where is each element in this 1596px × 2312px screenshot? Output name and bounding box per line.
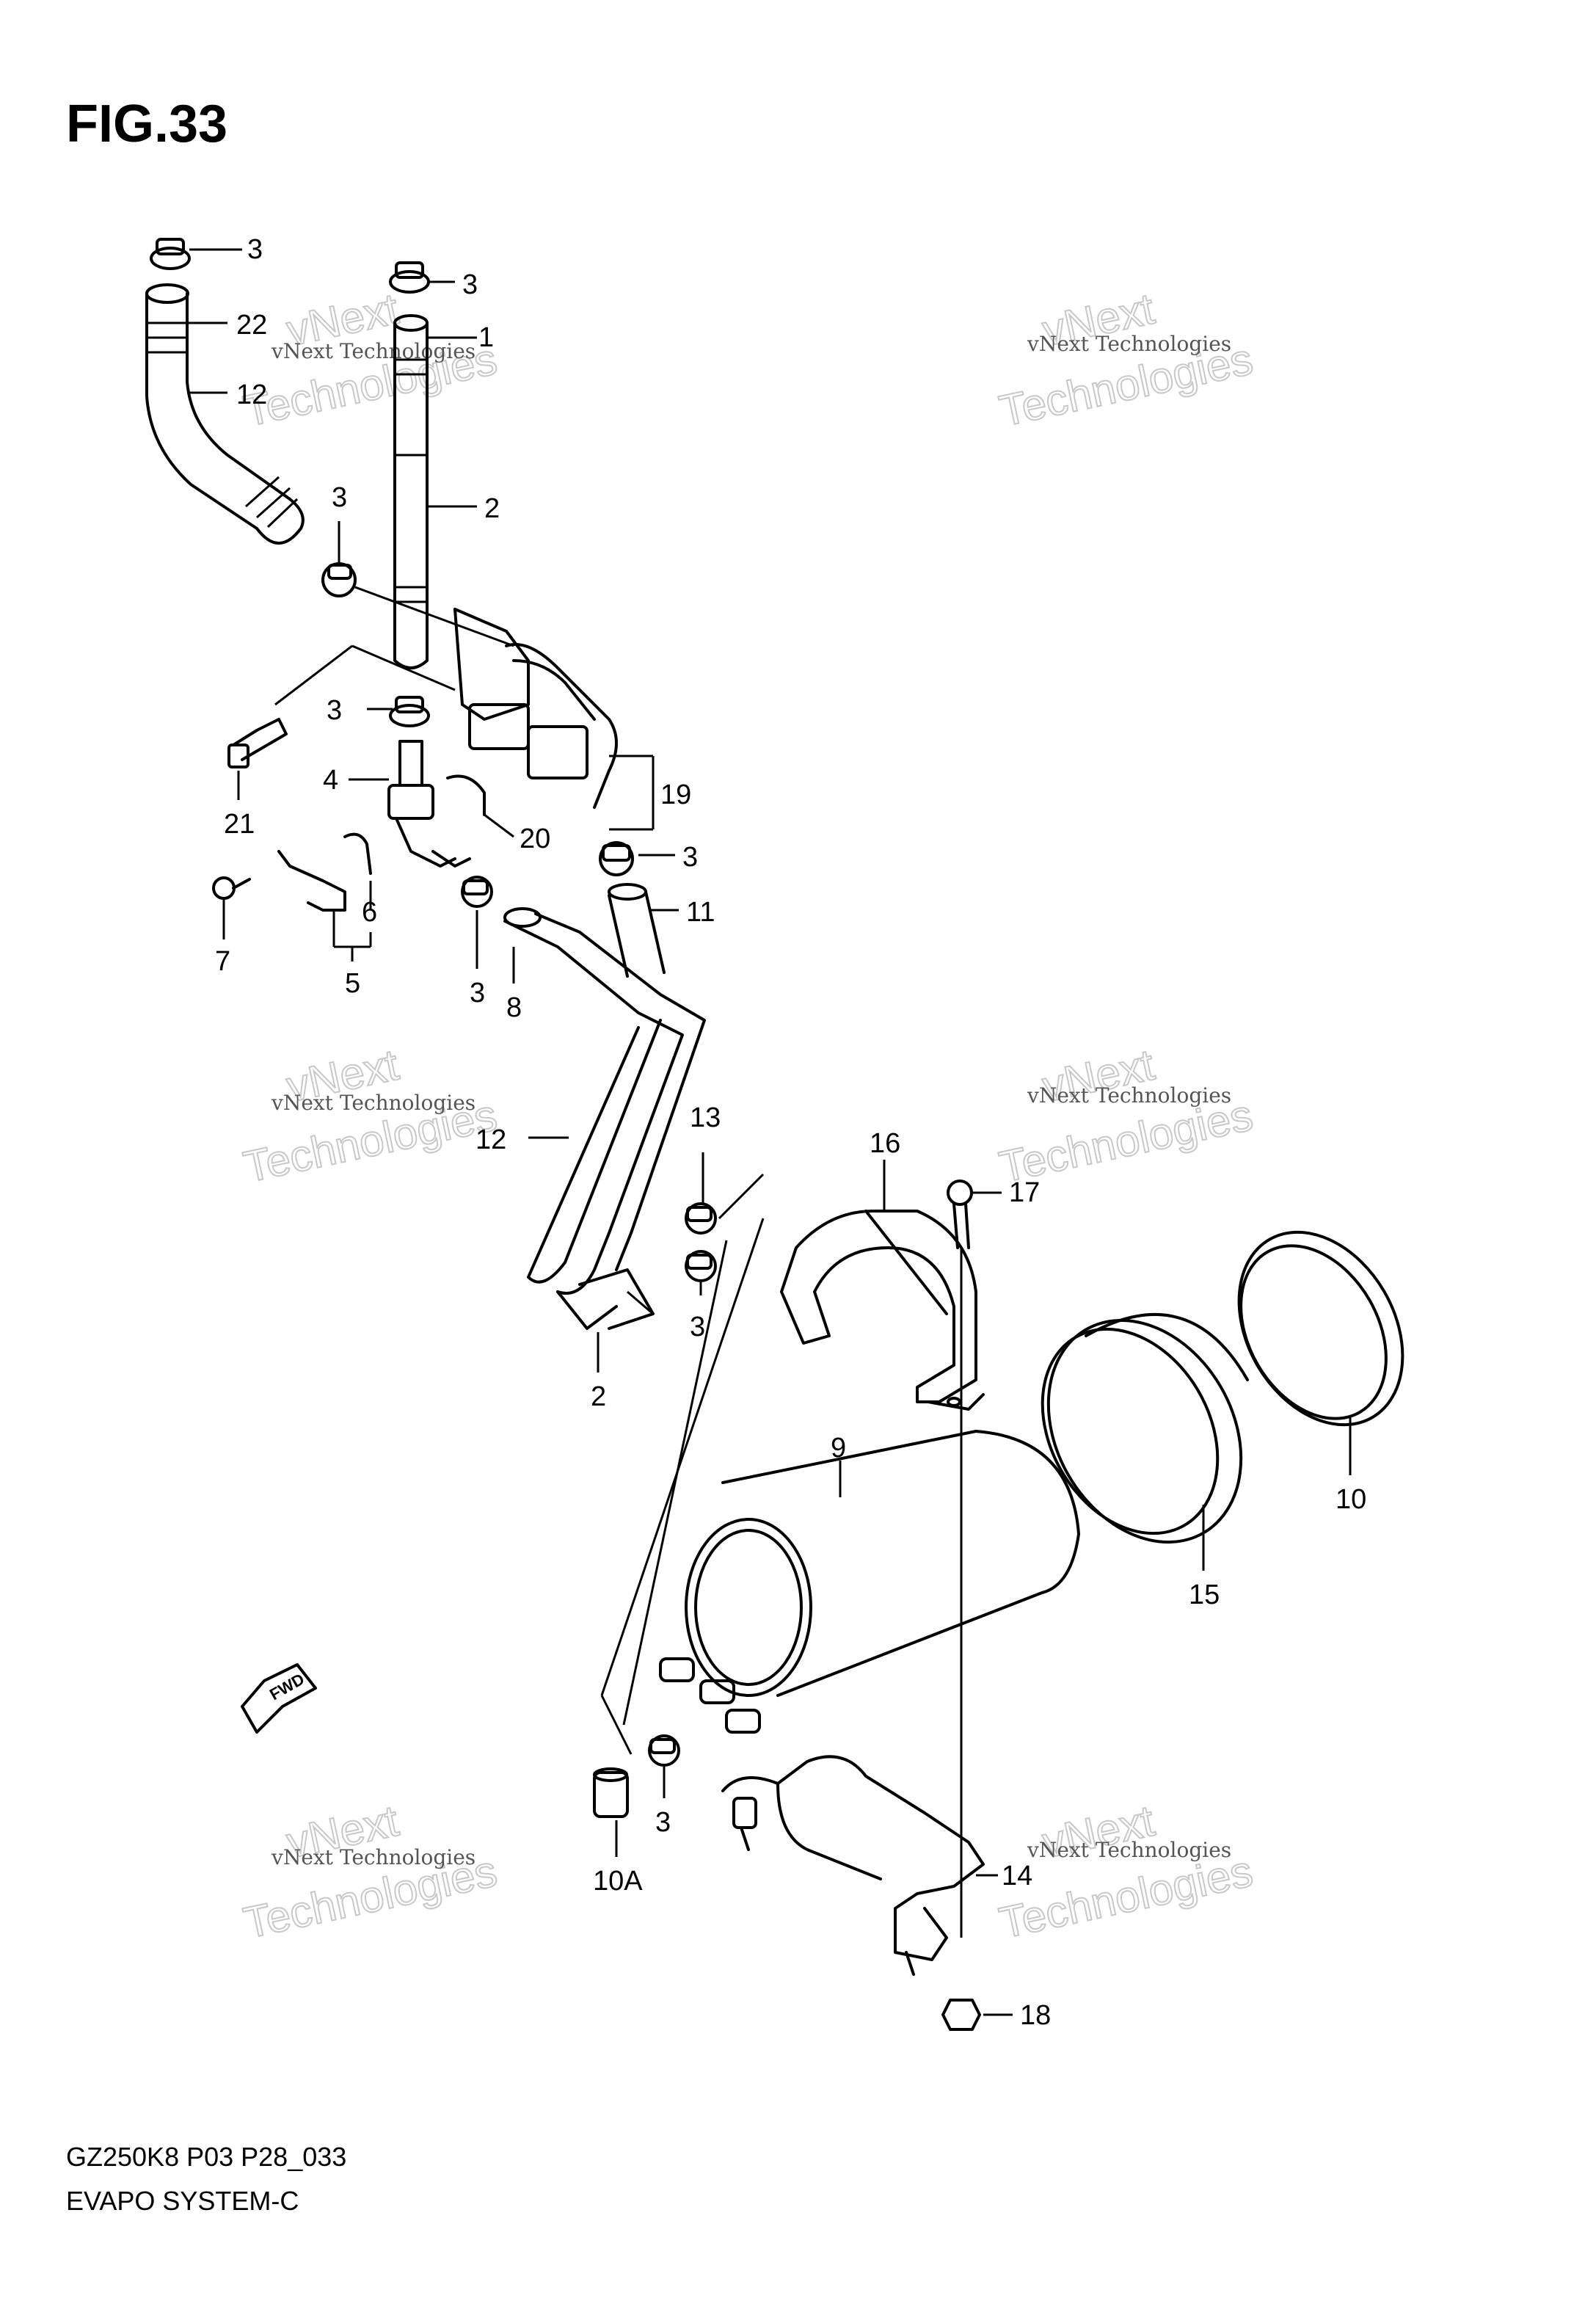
callout-label: 12 [236,379,267,410]
callout-label: 18 [1020,2000,1051,2031]
callout-label: 5 [345,968,360,999]
watermark-text: vNext Technologies [271,1845,475,1869]
clamp-part-3 [150,238,242,270]
valve-bracket-part-19 [453,608,655,831]
screw-part-17 [947,1179,1002,1938]
watermark-text: vNext Technologies [271,1091,475,1115]
bracket-part-5-6 [277,832,372,961]
callout-label: 19 [660,779,691,810]
callout-label: 3 [682,842,698,873]
callout-label: 1 [478,322,494,353]
callout-label: 20 [520,824,550,854]
construction-lines [600,1173,765,1755]
callout-label: 15 [1189,1579,1220,1610]
clamp-part-3-lower [461,876,493,969]
watermark-text: vNext Technologies [1027,332,1231,356]
nut-part-18 [941,1999,1013,2031]
callout-label: 14 [1002,1861,1032,1891]
callout-label: 21 [224,809,255,840]
fwd-label: FWD [266,1670,307,1704]
bracket-part-16 [780,1160,985,1411]
callout-label: 16 [870,1128,900,1159]
figure-title: FIG.33 [66,95,228,153]
clamp-part-13 [685,1152,717,1295]
cap-part-10 [1237,1230,1404,1475]
watermark-text: vNext Technologies [1027,1083,1231,1108]
callout-label: 3 [332,482,347,513]
watermark-text: vNext Technologies [1027,1838,1231,1862]
footer-name: EVAPO SYSTEM-C [66,2186,299,2216]
callout-label: 9 [831,1433,846,1464]
callout-label: 4 [323,765,338,796]
bracket-part-14 [721,1755,998,1976]
bolt-part-21 [227,644,456,800]
callout-label: 3 [327,695,342,726]
hose-part-8-12-lower [503,907,706,1373]
callout-label: 17 [1009,1177,1040,1208]
screw-part-7 [212,876,251,939]
watermark-text: vNext Technologies [271,339,475,363]
hose-part-11 [599,841,679,978]
clamp-part-3-bottom [648,1734,680,1798]
callout-label: 2 [484,493,500,524]
callout-label: 11 [686,897,715,928]
callout-label: 2 [591,1381,606,1412]
clip-part-20 [446,774,514,838]
fitting-part-4 [349,696,471,868]
footer-code: GZ250K8 P03 P28_033 [66,2142,347,2172]
callout-label: 3 [247,234,263,265]
callout-label: 13 [690,1102,721,1133]
callout-label: 3 [470,978,485,1008]
callout-label: 10A [593,1866,643,1897]
callout-label: 8 [506,992,522,1023]
fwd-arrow-icon: FWD [241,1663,317,1734]
callout-label: 12 [475,1124,506,1155]
callout-label: 7 [215,946,230,977]
callout-label: 3 [462,269,478,300]
hose-part-12-upper [145,283,305,545]
callout-label: 10 [1336,1484,1366,1515]
ring-part-15 [1041,1313,1249,1571]
callout-label: 6 [362,897,377,928]
plug-part-10A [593,1767,629,1857]
clamp-part-3-mid [321,521,514,647]
callout-label: 3 [655,1807,671,1838]
canister-part-9 [659,1430,1080,1734]
pipe-part-2-vertical [389,261,477,669]
callout-label: 3 [690,1312,705,1342]
callout-label: 22 [236,310,267,341]
